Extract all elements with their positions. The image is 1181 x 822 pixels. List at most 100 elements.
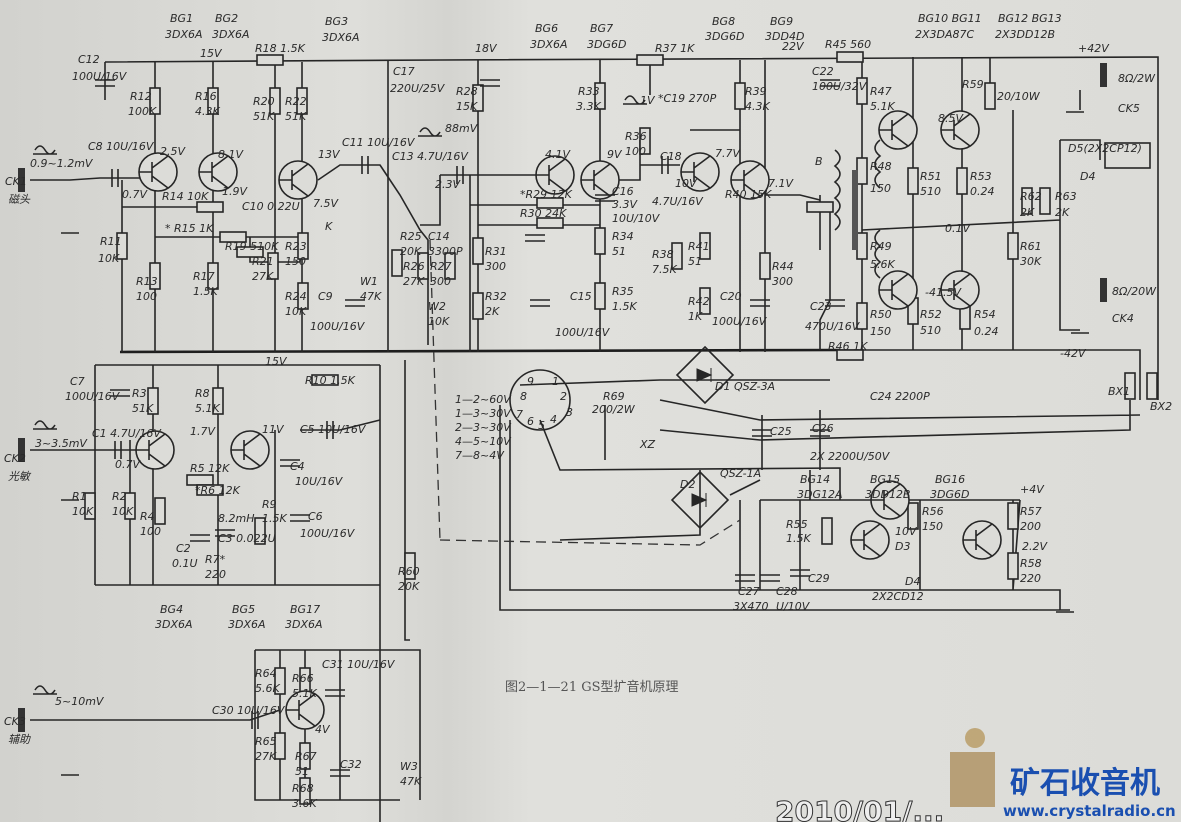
label-r36: R36	[625, 130, 647, 143]
label-ck1n: 磁头	[8, 193, 31, 206]
label-c26: C26	[812, 422, 834, 435]
label-ck5: CK5	[1118, 102, 1140, 115]
resistor	[256, 54, 284, 66]
power-socket	[509, 369, 571, 431]
label-bg4: BG4	[160, 603, 183, 616]
label-bg1t: 3DX6A	[165, 28, 203, 41]
label-r25v: 20K	[400, 245, 422, 258]
label-v85: 8.5V	[938, 112, 964, 125]
label-r56: R56	[922, 505, 944, 518]
label-r23v: 150	[285, 255, 306, 268]
label-r66: R66	[292, 672, 314, 685]
resistor	[196, 201, 224, 213]
waveform-icon	[33, 145, 57, 155]
label-r14: R14 10K	[162, 190, 209, 203]
resistor	[269, 87, 281, 115]
transistor-leads	[536, 158, 566, 192]
label-r2v: 10K	[112, 505, 134, 518]
label-r12v: 100K	[128, 105, 157, 118]
coupling-capacitor	[361, 156, 369, 174]
label-r31v: 300	[485, 260, 506, 273]
resistor	[391, 249, 403, 277]
label-v41: 4.1V	[545, 148, 571, 161]
label-r20v: 51K	[253, 110, 275, 123]
capacitor	[190, 534, 210, 542]
capacitor	[825, 299, 845, 307]
label-r59v: 20/10W	[997, 90, 1041, 103]
label-c16v: 3.3V	[612, 198, 638, 211]
label-r64v: 5.6K	[255, 682, 280, 695]
resistor	[1007, 232, 1019, 260]
label-bg16: BG16	[935, 473, 965, 486]
resistor	[219, 231, 247, 243]
label-r41: R41	[688, 240, 710, 253]
capacitor	[750, 299, 770, 307]
label-r22: R22	[285, 95, 307, 108]
label-v10: 10V	[675, 177, 698, 190]
label-r68: R68	[292, 782, 314, 795]
label-v75: 7.5V	[313, 197, 339, 210]
label-v42n: -42V	[1060, 347, 1087, 360]
label-r60: R60	[398, 565, 420, 578]
transistor-leads	[199, 155, 229, 189]
label-r47v: 5.1K	[870, 100, 895, 113]
label-bx1: BX1	[1108, 385, 1130, 398]
resistor	[472, 237, 484, 265]
label-r63: R63	[1055, 190, 1077, 203]
label-t5: 7—8~4V	[455, 449, 505, 462]
label-r3: R3	[132, 387, 147, 400]
resistor	[207, 262, 219, 290]
resistor	[149, 262, 161, 290]
label-w1: W1	[360, 275, 378, 288]
bridge-rectifier	[675, 345, 735, 405]
label-r44: R44	[772, 260, 794, 273]
resistor	[856, 232, 868, 260]
label-r52: R52	[920, 308, 942, 321]
label-bg16t: 3DG6D	[930, 488, 969, 501]
label-bg1011: BG10 BG11	[918, 12, 982, 25]
coupling-capacitor	[326, 421, 334, 439]
transistor-leads	[941, 273, 971, 307]
label-bg1213t: 2X3DD12B	[995, 28, 1055, 41]
label-xz: XZ	[639, 438, 656, 451]
coupling-capacitor	[251, 711, 259, 729]
label-bg2: BG2	[215, 12, 238, 25]
label-r29: *R29 12K	[520, 188, 573, 201]
coupling-capacitor	[661, 156, 669, 174]
label-c7v: 100U/16V	[65, 390, 121, 403]
label-r18: R18 1.5K	[255, 42, 306, 55]
label-k: K	[325, 220, 333, 233]
film-reel-icon	[965, 728, 985, 748]
capacitor	[820, 79, 840, 87]
resistor	[472, 84, 484, 112]
label-r32: R32	[485, 290, 507, 303]
resistor	[594, 82, 606, 110]
label-bg1011t: 2X3DA87C	[915, 28, 975, 41]
capacitor	[595, 194, 615, 202]
label-r21v: 27K	[252, 270, 274, 283]
label-c16: C16	[612, 185, 634, 198]
label-c19: *C19 270P	[658, 92, 717, 105]
label-ck3: CK3	[4, 715, 26, 728]
label-p5: 5	[538, 419, 545, 432]
label-c4v: 10U/16V	[295, 475, 344, 488]
label-r69v: 200/2W	[592, 403, 636, 416]
label-bx2: BX2	[1150, 400, 1172, 413]
resistor	[759, 252, 771, 280]
label-r69: R69	[603, 390, 625, 403]
label-r2: R2	[112, 490, 127, 503]
label-d4: D4	[1080, 170, 1095, 183]
resistor	[1007, 552, 1019, 580]
label-r35: R35	[612, 285, 634, 298]
label-c22v: 100U/32V	[812, 80, 868, 93]
label-p1: 1	[552, 375, 559, 388]
resistor	[236, 246, 264, 258]
coupling-capacitor	[111, 169, 119, 187]
label-d2t: QSZ-1A	[720, 467, 761, 480]
transistor-leads	[581, 163, 611, 197]
label-c3: C3 0.022U	[218, 532, 276, 545]
label-r6: *R6 12K	[195, 484, 241, 497]
label-r63v: 2K	[1055, 206, 1070, 219]
label-r9v: 1.5K	[262, 512, 287, 525]
resistor	[636, 54, 664, 66]
